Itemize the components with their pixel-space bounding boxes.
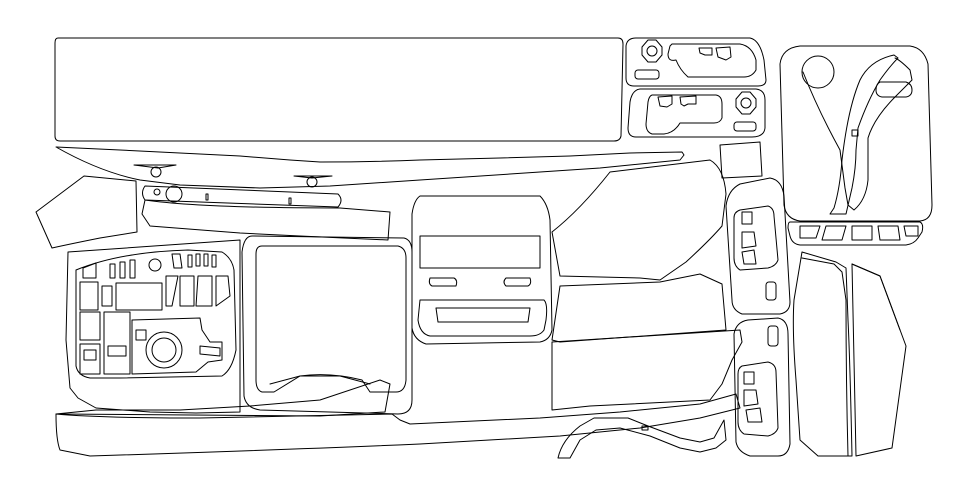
driver-instrument-panel [65, 239, 241, 414]
dial-icon [641, 39, 663, 63]
top-dash-strip [54, 37, 624, 142]
right-door-switch-panel-upper [725, 177, 791, 315]
upper-dash-trim [55, 146, 685, 241]
steering-column-cover-top [625, 37, 767, 87]
small-square-tab [719, 141, 763, 179]
curved-strip [557, 417, 727, 459]
steering-column-cover-bottom [627, 88, 766, 138]
center-vent-panel [411, 195, 553, 345]
dial-icon-2 [735, 91, 757, 115]
right-door-switch-panel-lower [733, 317, 791, 457]
right-pillar-trims [792, 251, 907, 457]
center-diagonal-trim [551, 141, 763, 411]
lower-dash-strip [55, 393, 741, 457]
infotainment-screen-surround [55, 235, 413, 417]
center-console-gear-panel [779, 45, 933, 246]
left-side-flap [35, 175, 138, 249]
